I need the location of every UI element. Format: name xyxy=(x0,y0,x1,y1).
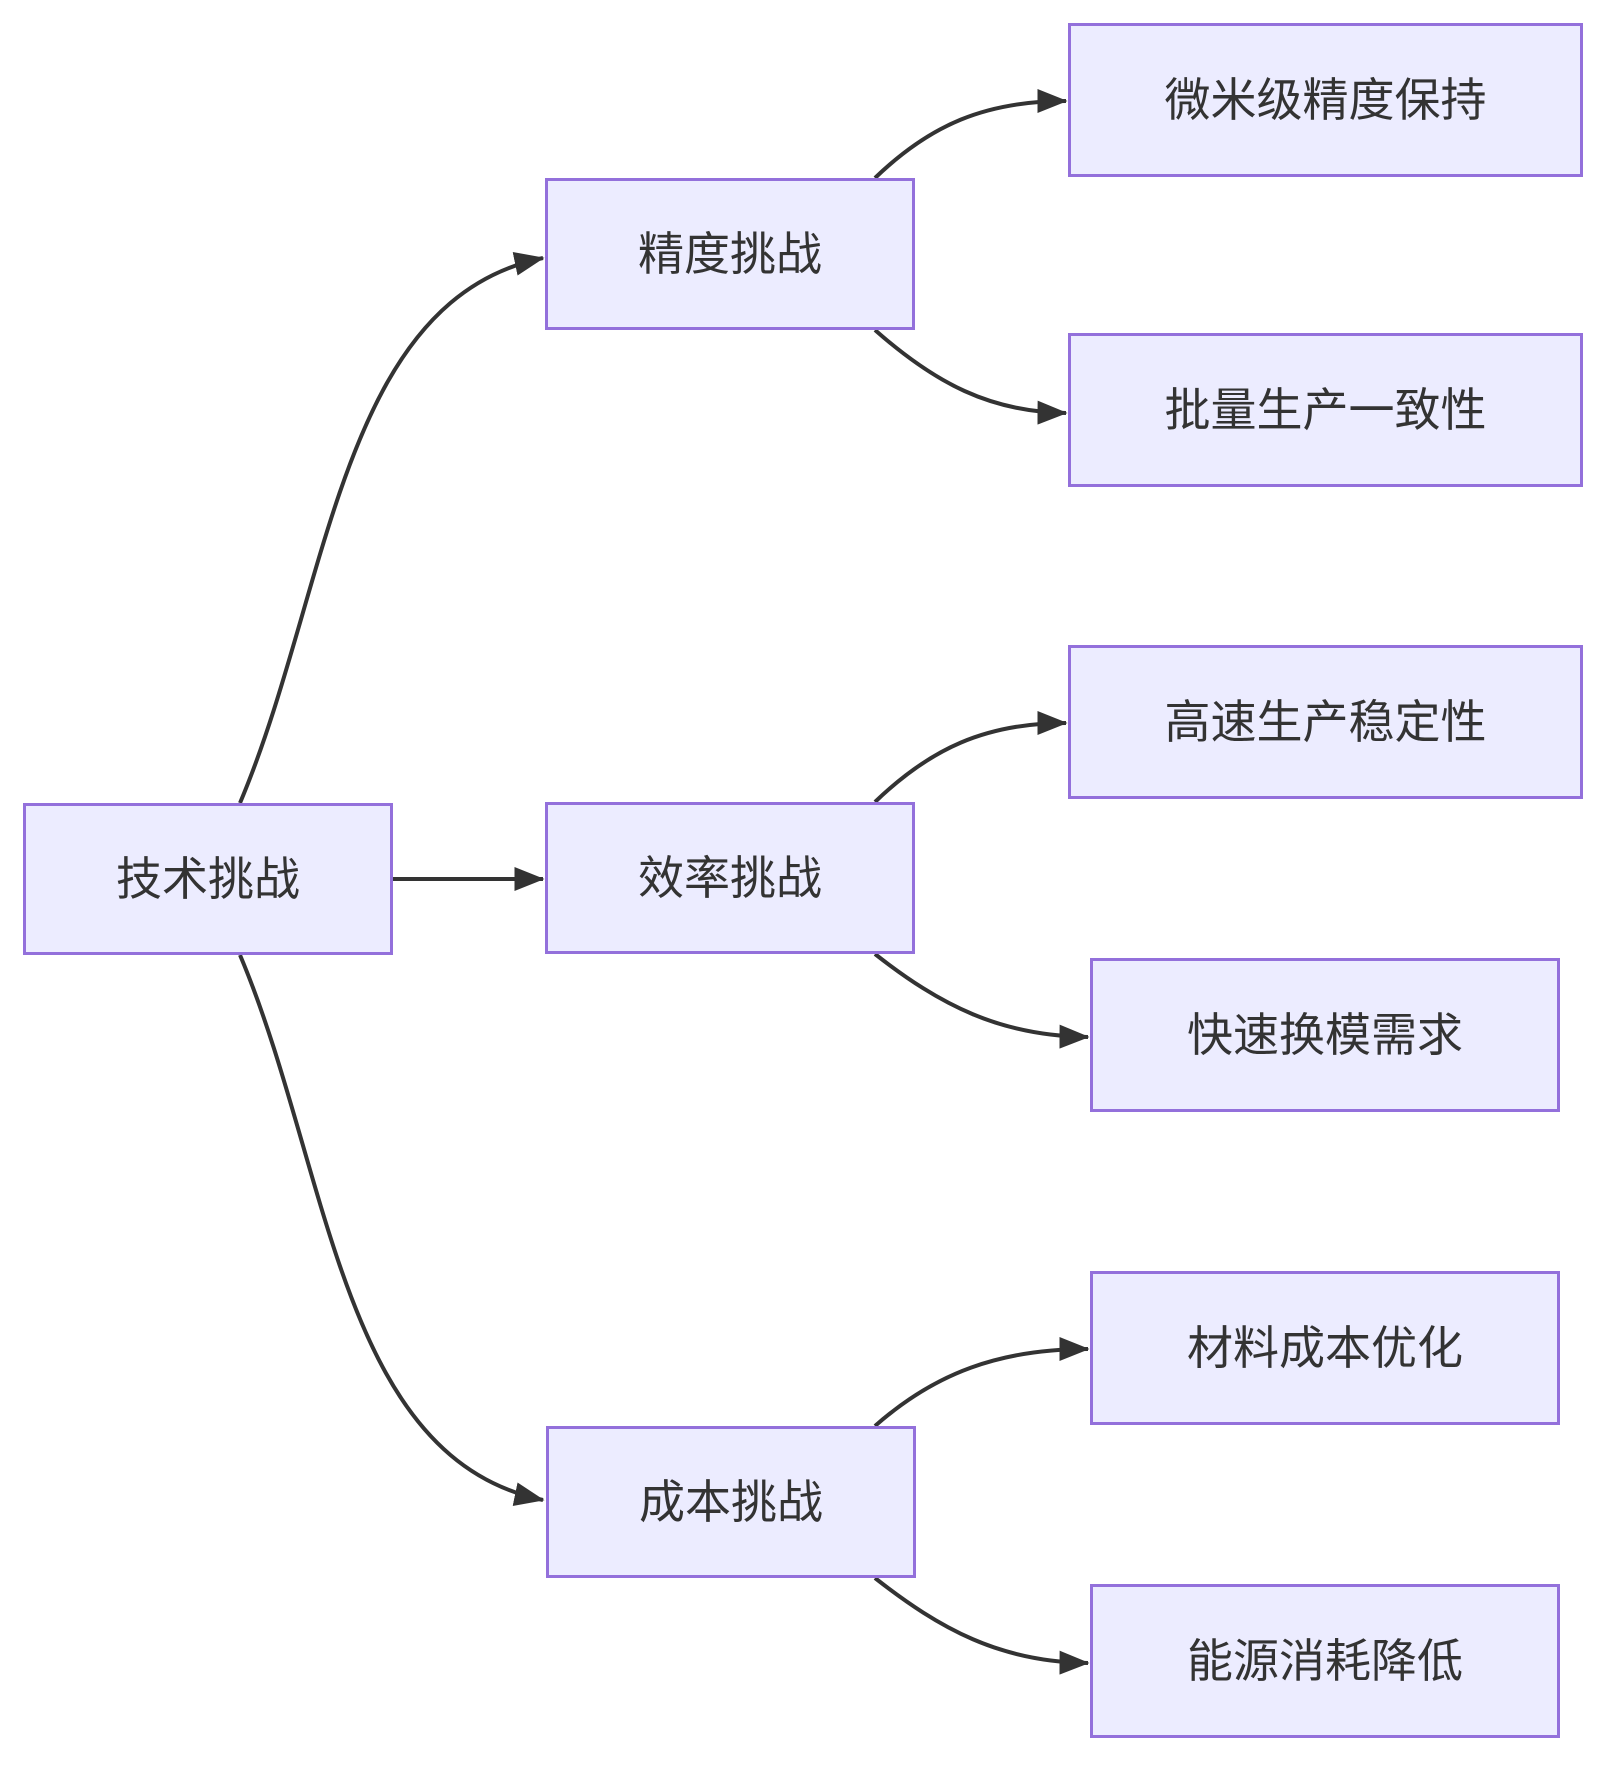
node-highspeed-stability: 高速生产稳定性 xyxy=(1068,645,1583,799)
node-root-tech-challenge: 技术挑战 xyxy=(23,803,393,955)
edge-root-cost xyxy=(238,954,545,1506)
node-material-cost-optimization: 材料成本优化 xyxy=(1090,1271,1560,1425)
edge-root-precision xyxy=(238,252,545,804)
edge-efficiency-leaf4 xyxy=(873,952,1090,1049)
edge-efficiency-leaf3 xyxy=(873,711,1068,804)
edge-cost-leaf6 xyxy=(873,1576,1090,1675)
node-precision-challenge: 精度挑战 xyxy=(545,178,915,330)
edge-precision-leaf2 xyxy=(873,328,1068,425)
edge-precision-leaf1 xyxy=(873,89,1068,180)
node-batch-consistency: 批量生产一致性 xyxy=(1068,333,1583,487)
edge-cost-leaf5 xyxy=(873,1337,1090,1428)
node-micron-precision: 微米级精度保持 xyxy=(1068,23,1583,177)
node-energy-consumption-reduction: 能源消耗降低 xyxy=(1090,1584,1560,1738)
node-efficiency-challenge: 效率挑战 xyxy=(545,802,915,954)
node-cost-challenge: 成本挑战 xyxy=(546,1426,916,1578)
node-quick-mold-change: 快速换模需求 xyxy=(1090,958,1560,1112)
